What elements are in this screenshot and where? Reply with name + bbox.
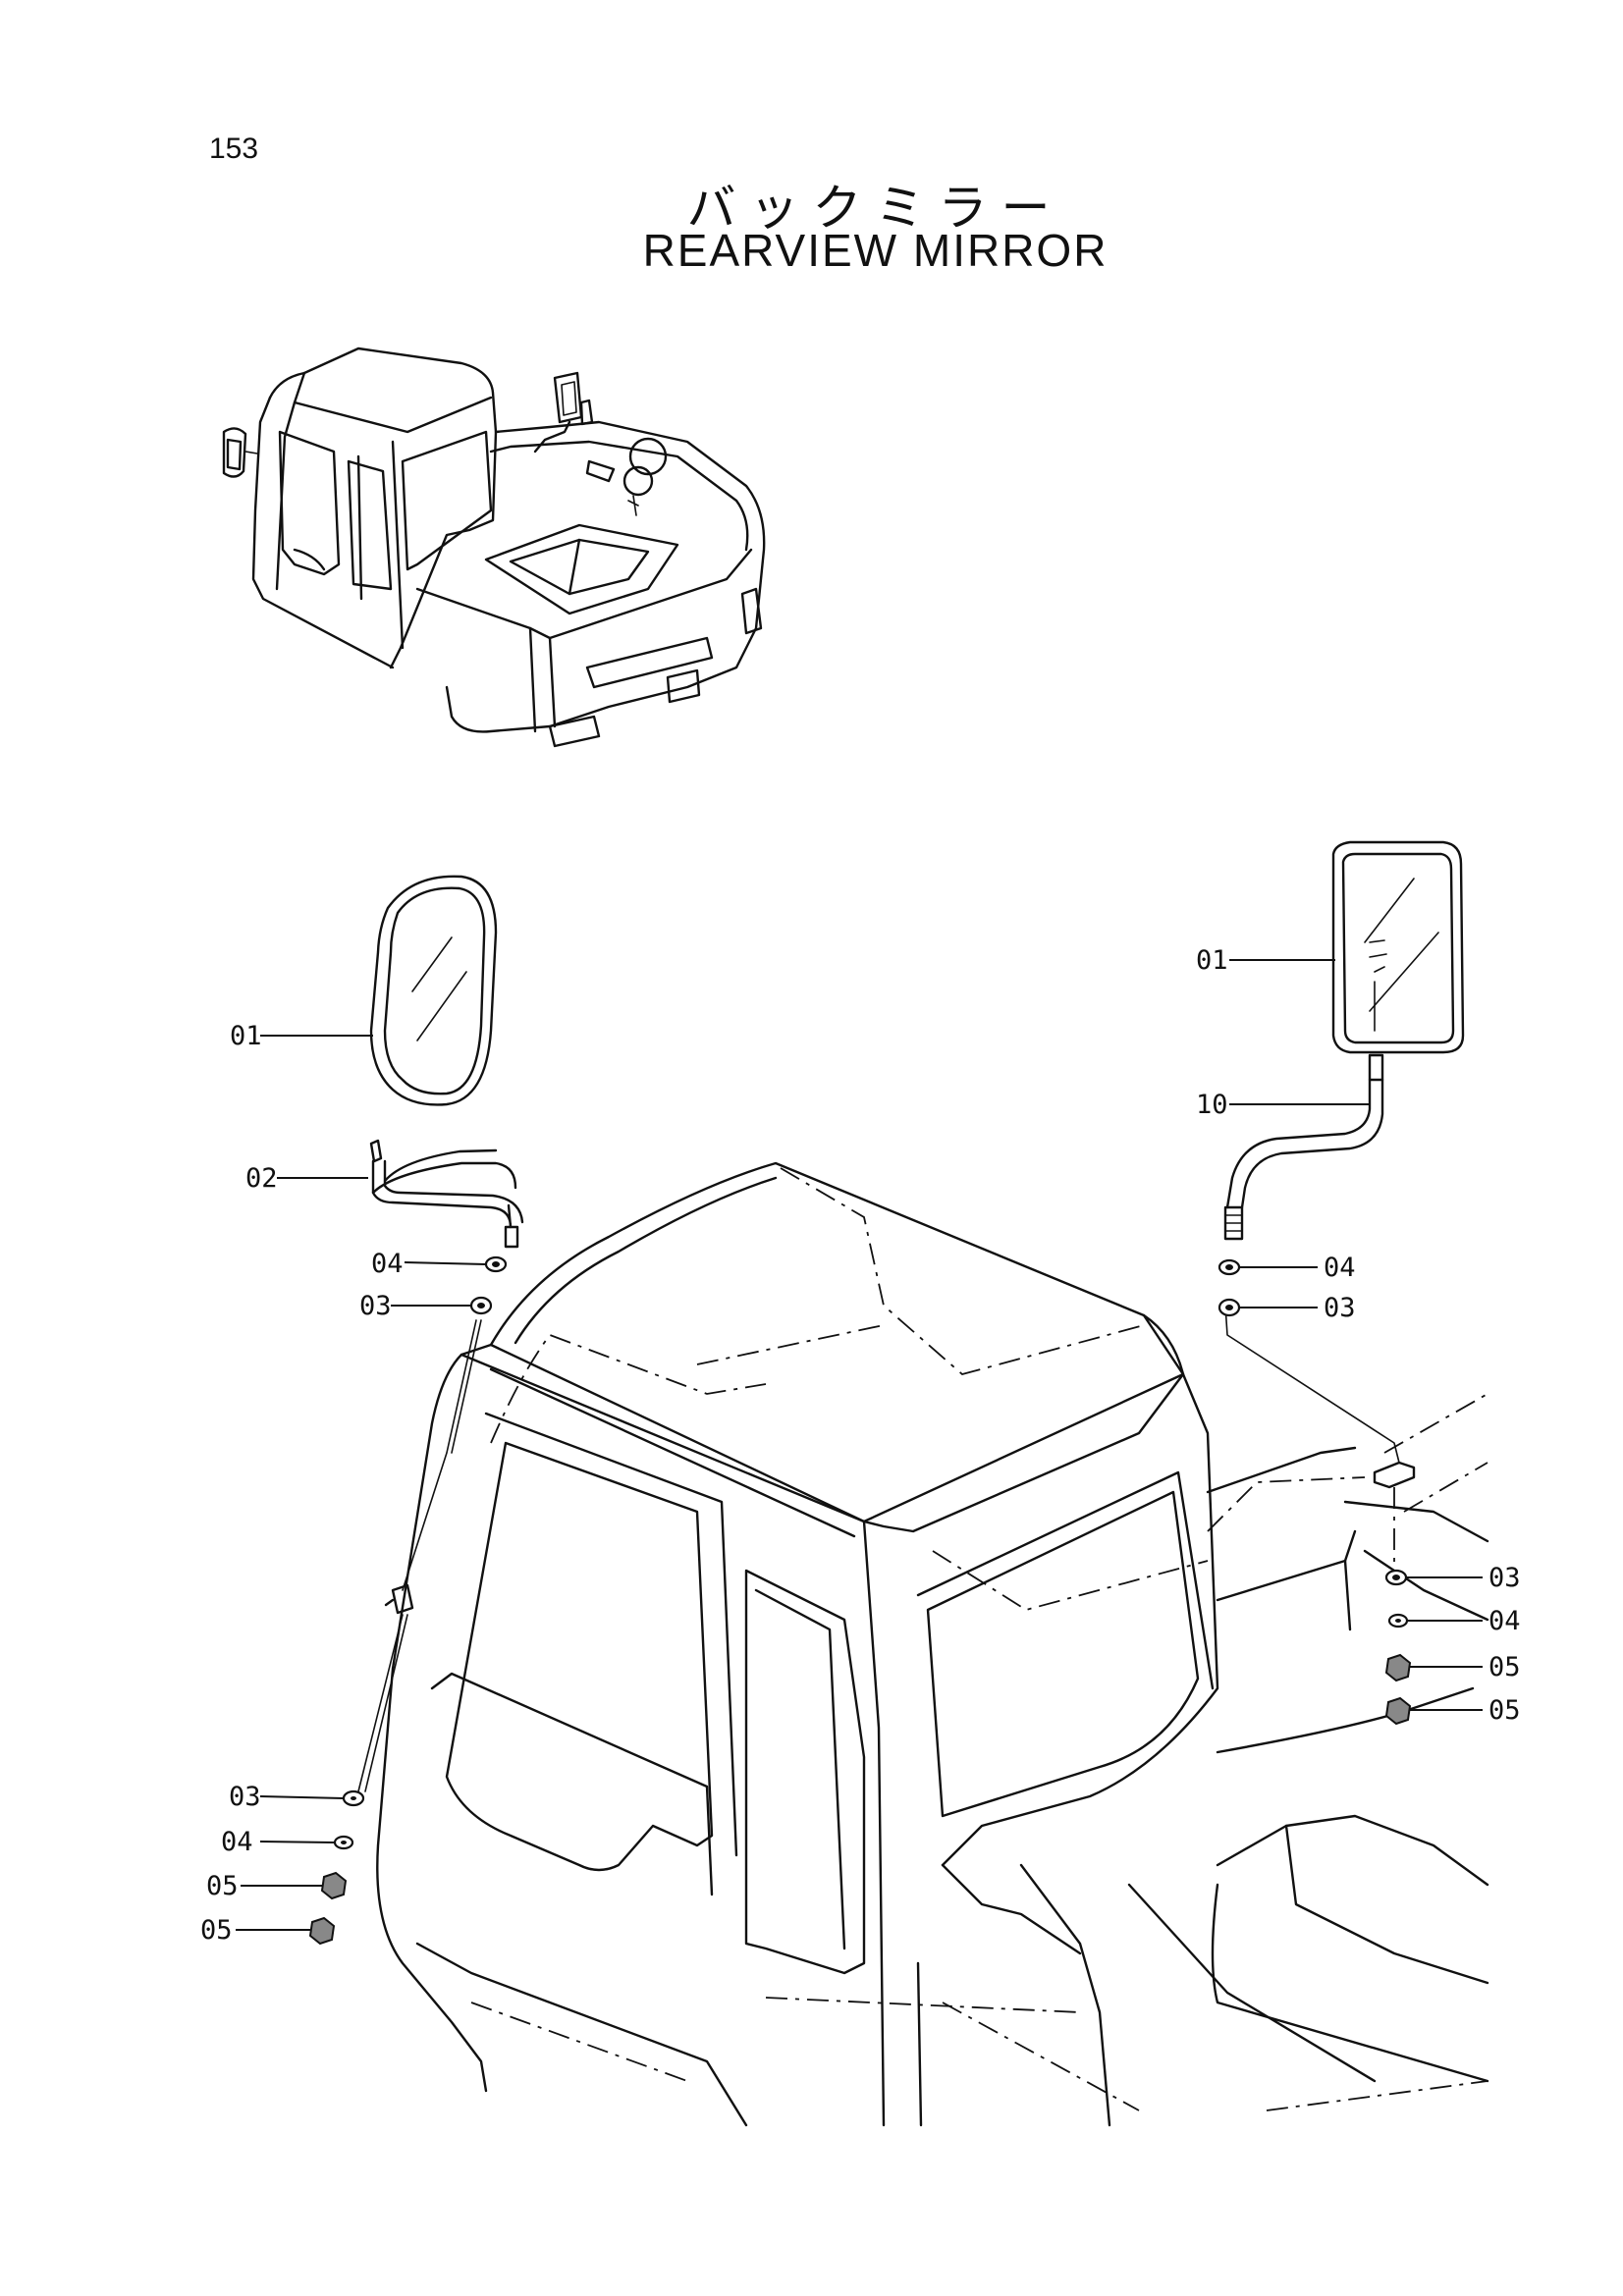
callout-left-mirror: 01 xyxy=(230,1021,262,1051)
leader-lines xyxy=(236,959,1483,1931)
callout-labels: 01 02 04 03 03 04 05 05 01 10 04 03 03 0… xyxy=(200,945,1521,1946)
callout-left-bottom-washer-a: 03 xyxy=(229,1782,261,1812)
hardware xyxy=(308,1255,1412,1946)
title-japanese: バックミラー xyxy=(686,180,1064,237)
callout-right-bottom-nut-b: 05 xyxy=(1488,1695,1521,1726)
callout-left-bottom-washer-b: 04 xyxy=(221,1827,253,1857)
callout-right-bottom-nut-a: 05 xyxy=(1488,1652,1521,1682)
callout-right-top-washer-a: 04 xyxy=(1324,1253,1356,1283)
machine-overview xyxy=(222,347,766,748)
callout-left-stay: 02 xyxy=(245,1163,278,1194)
callout-right-top-washer-b: 03 xyxy=(1324,1293,1356,1323)
callout-right-bottom-washer-a: 03 xyxy=(1488,1563,1521,1593)
right-mirror-parts xyxy=(1223,840,1465,1241)
cab-exploded xyxy=(357,1161,1489,2127)
callout-left-top-washer-b: 03 xyxy=(359,1291,392,1321)
callout-left-bottom-nut-b: 05 xyxy=(200,1915,233,1946)
title-english: REARVIEW MIRROR xyxy=(642,225,1109,276)
callout-right-bottom-washer-b: 04 xyxy=(1488,1606,1521,1636)
page-number: 153 xyxy=(209,133,259,165)
callout-right-mirror: 01 xyxy=(1196,945,1228,976)
callout-left-top-washer-a: 04 xyxy=(371,1249,404,1279)
callout-left-bottom-nut-a: 05 xyxy=(206,1871,239,1901)
callout-right-stay: 10 xyxy=(1196,1090,1228,1120)
left-mirror-parts xyxy=(369,875,524,1249)
